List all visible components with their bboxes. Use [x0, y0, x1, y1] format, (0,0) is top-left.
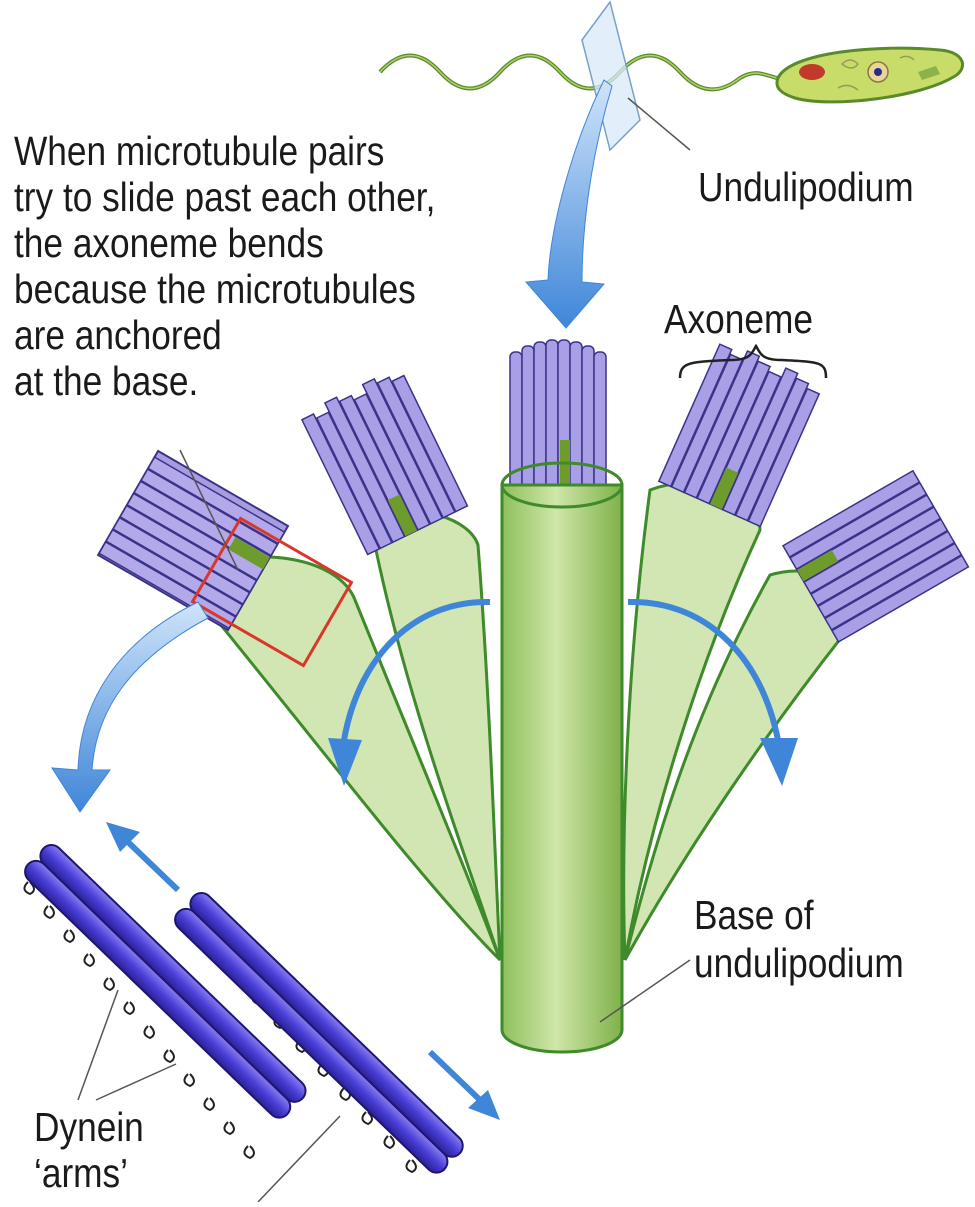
- undulipodium-label: Undulipodium: [698, 162, 914, 212]
- base-label-line-1: Base of: [694, 890, 814, 940]
- slide-arrow-down: [430, 1052, 480, 1100]
- axoneme-label: Axoneme: [664, 294, 813, 344]
- explanation-text: When microtubule pairs try to slide past…: [14, 128, 504, 404]
- base-label-line-2: undulipodium: [694, 938, 904, 988]
- central-tube: [502, 485, 622, 1052]
- dynein-leader-2: [96, 1064, 176, 1100]
- central-axoneme: [502, 340, 622, 1052]
- bend-arrow-right-head: [760, 738, 798, 786]
- explanation-line-5: are anchored: [14, 312, 435, 358]
- explanation-line-6: at the base.: [14, 358, 435, 404]
- explanation-line-3: the axoneme bends: [14, 220, 435, 266]
- doublet-leader: [258, 1116, 340, 1202]
- zoom-arrow-lower: [52, 602, 208, 812]
- slide-arrow-up: [128, 842, 178, 890]
- eyespot: [799, 64, 825, 80]
- undulipodium-leader: [628, 98, 690, 150]
- explanation-line-1: When microtubule pairs: [14, 128, 435, 174]
- dynein-label-line-2: ‘arms’: [34, 1148, 128, 1198]
- explanation-line-4: because the microtubules: [14, 266, 435, 312]
- explanation-line-2: try to slide past each other,: [14, 174, 435, 220]
- dynein-leader-1: [78, 990, 118, 1100]
- zoom-arrow-top: [526, 80, 612, 328]
- dynein-label-line-1: Dynein: [34, 1102, 144, 1152]
- flagellum-wave: [380, 56, 790, 90]
